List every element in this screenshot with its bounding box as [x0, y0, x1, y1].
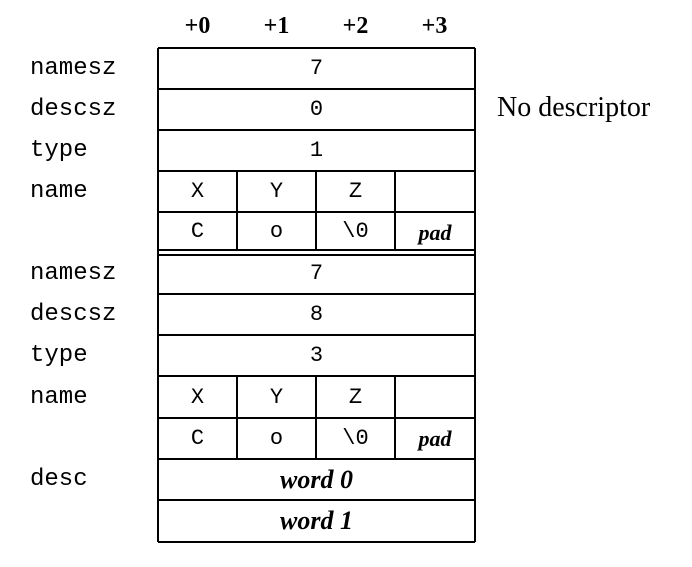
- note1-name-byte-5: o: [269, 219, 284, 244]
- note1-pad-cell: pad: [418, 220, 452, 245]
- note2-name-byte-4: C: [190, 426, 205, 451]
- note2-name-byte-5: o: [269, 426, 284, 451]
- desc-word-1: word 1: [280, 506, 353, 535]
- offset-header-2: +2: [342, 13, 369, 39]
- note2-pad-cell: pad: [418, 426, 452, 451]
- note1-namesz-value: 7: [309, 56, 324, 81]
- label-type-2: type: [30, 342, 88, 369]
- label-namesz-1: namesz: [30, 55, 117, 82]
- note1-descsz-value: 0: [309, 97, 324, 122]
- note1-name-byte-1: Y: [269, 179, 284, 204]
- note2-name-byte-6: \0: [342, 426, 369, 451]
- label-name-1: name: [30, 178, 88, 205]
- label-descsz-2: descsz: [30, 301, 117, 328]
- offset-header-0: +0: [184, 13, 211, 39]
- no-descriptor-annotation: No descriptor: [497, 92, 651, 123]
- note2-name-byte-1: Y: [269, 385, 284, 410]
- note1-name-byte-6: \0: [342, 219, 369, 244]
- label-namesz-2: namesz: [30, 260, 117, 287]
- label-desc: desc: [30, 466, 88, 493]
- note1-name-byte-2: Z: [348, 179, 363, 204]
- note2-namesz-value: 7: [309, 261, 324, 286]
- desc-word-0: word 0: [280, 465, 353, 494]
- offset-header-1: +1: [263, 13, 290, 39]
- label-name-2: name: [30, 384, 88, 411]
- note1-name-byte-0: X: [190, 179, 205, 204]
- note2-name-byte-0: X: [190, 385, 205, 410]
- label-type-1: type: [30, 137, 88, 164]
- label-descsz-1: descsz: [30, 96, 117, 123]
- offset-header-3: +3: [421, 13, 448, 39]
- note2-descsz-value: 8: [309, 302, 324, 327]
- note1-name-byte-4: C: [190, 219, 205, 244]
- note2-type-value: 3: [309, 343, 324, 368]
- note1-type-value: 1: [309, 138, 324, 163]
- note2-name-byte-2: Z: [348, 385, 363, 410]
